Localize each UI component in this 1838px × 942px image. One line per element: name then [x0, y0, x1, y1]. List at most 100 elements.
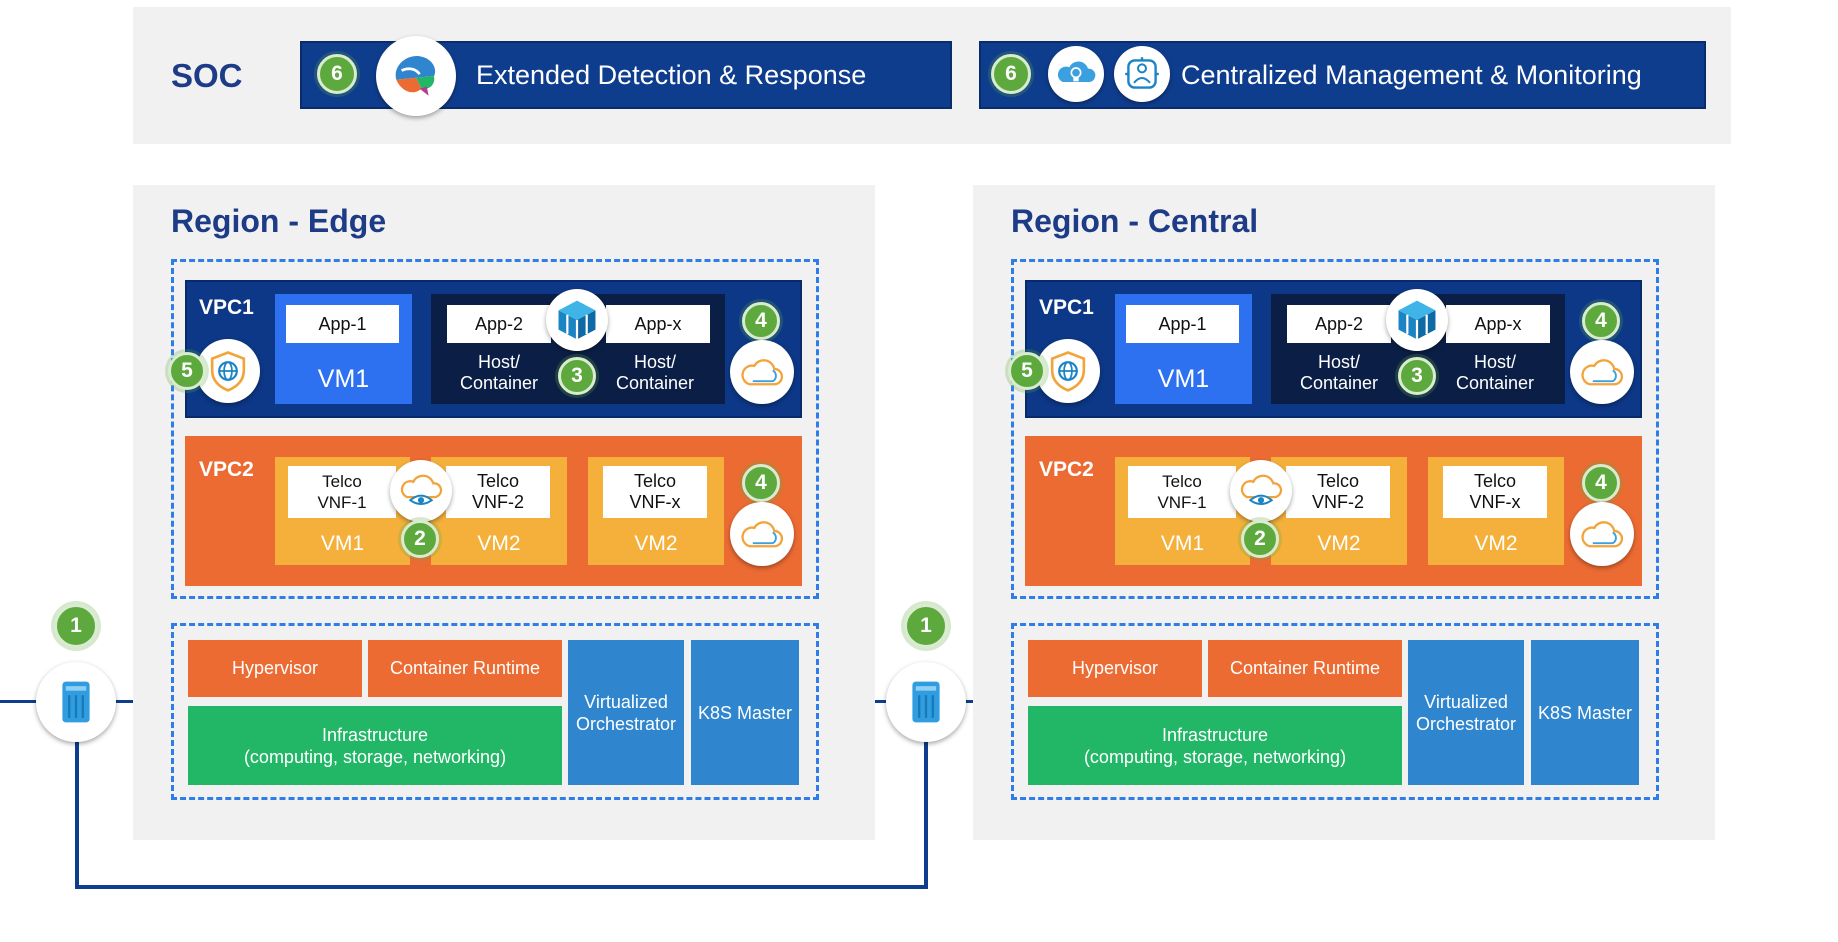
edge-vpc2-cloud-icon [730, 502, 794, 566]
edge-telcox-line1: Telco [633, 471, 677, 491]
edge-telco1-line2: VNF-1 [317, 493, 367, 512]
central-badge-3: 3 [1398, 357, 1436, 395]
edge-infra-group [171, 623, 819, 800]
edge-k8s-master: K8S Master [691, 640, 799, 785]
edge-app2: App-2 [447, 305, 551, 343]
xdr-brain-icon [376, 36, 456, 116]
edge-vm1-label: VM1 [317, 365, 370, 393]
edge-host1-line2: Container [459, 373, 539, 393]
connector-down-right [924, 740, 928, 888]
central-eye-cloud-icon [1230, 460, 1292, 522]
central-infra-line2: (computing, storage, networking) [1083, 746, 1347, 767]
edge-infra-line2: (computing, storage, networking) [243, 746, 507, 767]
region-edge-title: Region - Edge [171, 203, 387, 239]
edge-container-cube-icon [546, 289, 608, 351]
connector-mid-left [874, 700, 886, 703]
central-app1: App-1 [1126, 305, 1239, 343]
central-vnf-vm2b-label: VM2 [1474, 532, 1518, 555]
edge-orch-line1: Virtualized [584, 691, 668, 712]
region-central-vpc-group [1011, 259, 1659, 599]
edge-telcox-line2: VNF-x [629, 492, 681, 512]
edge-orch-line2: Orchestrator [575, 713, 677, 734]
central-host2-line2: Container [1455, 373, 1535, 393]
central-badge-2: 2 [1241, 520, 1279, 558]
central-vpc2-label: VPC2 [1039, 458, 1094, 481]
central-orch-line1: Virtualized [1424, 691, 1508, 712]
connector-left-stub [0, 700, 38, 703]
central-infra-group [1011, 623, 1659, 800]
edge-vnf-vm2a-label: VM2 [477, 532, 521, 555]
edge-vnf-vm1-label: VM1 [320, 532, 365, 555]
edge-eye-cloud-icon [390, 460, 452, 522]
edge-telco-vnfx: Telco VNF-x [603, 466, 707, 518]
connector-left-to-edge [114, 700, 135, 703]
xdr-label: Extended Detection & Response [476, 60, 867, 90]
central-telco1-line1: Telco [1162, 472, 1202, 491]
central-gateway-badge-1: 1 [904, 604, 948, 648]
edge-appx: App-x [606, 305, 710, 343]
edge-telco2-line2: VNF-2 [471, 492, 524, 512]
central-vpc1-label: VPC1 [1039, 296, 1094, 319]
edge-vnf-vm2b-label: VM2 [634, 532, 678, 555]
central-telco-vnf1: Telco VNF-1 [1128, 466, 1236, 518]
edge-telco-vnf1: Telco VNF-1 [288, 466, 396, 518]
central-host1-line2: Container [1299, 373, 1379, 393]
edge-vpc1-cloud-icon [730, 340, 794, 404]
edge-host2-line2: Container [615, 373, 695, 393]
management-badge: 6 [991, 54, 1031, 94]
central-host-container-2: Host/ Container [1443, 352, 1547, 394]
central-orch-line2: Orchestrator [1415, 713, 1517, 734]
edge-app1: App-1 [286, 305, 399, 343]
edge-host-container-2: Host/ Container [603, 352, 707, 394]
edge-vpc2-label: VPC2 [199, 458, 254, 481]
network-monitor-icon [1114, 46, 1170, 102]
central-app2: App-2 [1287, 305, 1391, 343]
edge-infrastructure: Infrastructure (computing, storage, netw… [188, 706, 562, 785]
management-bar: Centralized Management & Monitoring [979, 41, 1706, 109]
edge-vpc1-label: VPC1 [199, 296, 254, 319]
central-badge-5: 5 [1008, 352, 1046, 390]
edge-host2-line1: Host/ [633, 352, 676, 372]
central-host-container-1: Host/ Container [1287, 352, 1391, 394]
region-central-title: Region - Central [1011, 203, 1259, 239]
central-vm1-label: VM1 [1157, 365, 1210, 393]
management-label: Centralized Management & Monitoring [1181, 60, 1642, 90]
edge-badge-3: 3 [558, 357, 596, 395]
central-infrastructure: Infrastructure (computing, storage, netw… [1028, 706, 1402, 785]
central-telco2-line1: Telco [1316, 471, 1360, 491]
edge-vpc2-badge-4: 4 [742, 464, 780, 502]
central-vnf-vm1-label: VM1 [1160, 532, 1205, 555]
central-host1-line1: Host/ [1317, 352, 1360, 372]
edge-telco2-line1: Telco [476, 471, 520, 491]
connector-mid-right [962, 700, 973, 703]
central-gateway-server-icon [886, 662, 966, 742]
soc-label: SOC [171, 57, 243, 94]
edge-host-container-1: Host/ Container [447, 352, 551, 394]
edge-gateway-server-icon [36, 662, 116, 742]
central-vpc1-cloud-icon [1570, 340, 1634, 404]
connector-bottom [75, 885, 928, 889]
central-telcox-line2: VNF-x [1469, 492, 1521, 512]
region-edge-vpc-group [171, 259, 819, 599]
central-telco1-line2: VNF-1 [1157, 493, 1207, 512]
central-telcox-line1: Telco [1473, 471, 1517, 491]
edge-virtualized-orchestrator: Virtualized Orchestrator [568, 640, 684, 785]
edge-telco1-line1: Telco [322, 472, 362, 491]
central-vpc2-badge-4: 4 [1582, 464, 1620, 502]
edge-container-runtime: Container Runtime [368, 640, 562, 697]
edge-badge-5: 5 [168, 352, 206, 390]
connector-down-left [75, 740, 79, 888]
edge-host1-line1: Host/ [477, 352, 520, 372]
central-hypervisor: Hypervisor [1028, 640, 1202, 697]
central-container-cube-icon [1386, 289, 1448, 351]
central-telco2-line2: VNF-2 [1311, 492, 1364, 512]
central-virtualized-orchestrator: Virtualized Orchestrator [1408, 640, 1524, 785]
central-vnf-vm2a-label: VM2 [1317, 532, 1361, 555]
edge-badge-2: 2 [401, 520, 439, 558]
central-telco-vnfx: Telco VNF-x [1443, 466, 1547, 518]
xdr-badge: 6 [317, 54, 357, 94]
edge-gateway-badge-1: 1 [54, 604, 98, 648]
edge-hypervisor: Hypervisor [188, 640, 362, 697]
central-vpc1-badge-4: 4 [1582, 302, 1620, 340]
edge-vpc1-badge-4: 4 [742, 302, 780, 340]
